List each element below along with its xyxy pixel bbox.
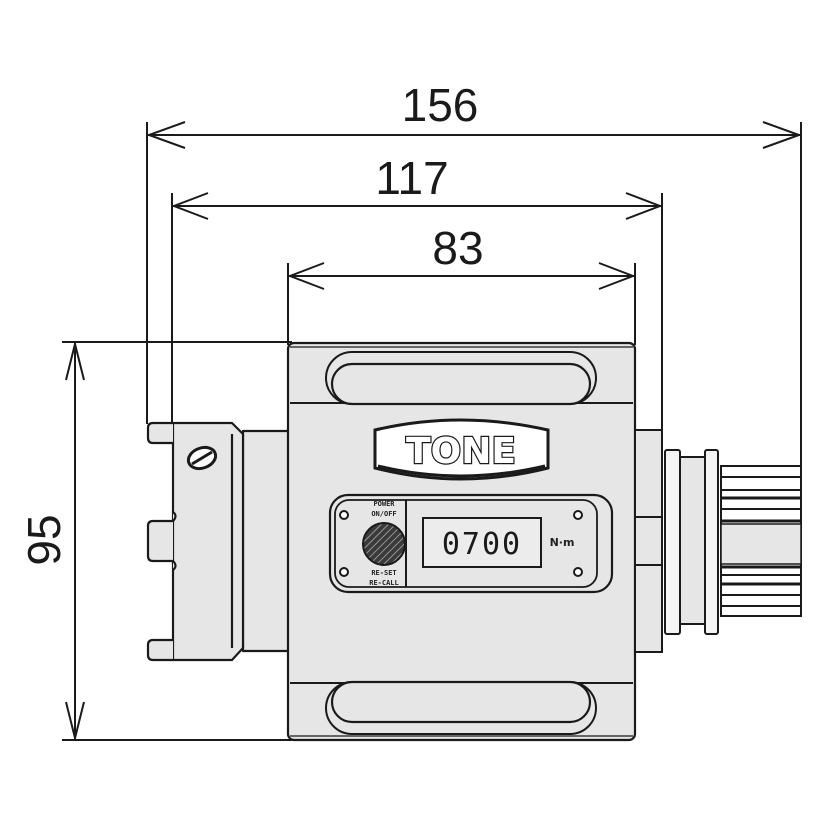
power-reset-button[interactable] (362, 522, 406, 566)
dimension-label-156: 156 (402, 79, 479, 131)
arrow-up-icon (65, 343, 85, 381)
dimension-label-117: 117 (375, 152, 448, 204)
dimension-117 (171, 192, 663, 432)
arrow-left-icon (146, 121, 186, 149)
mount-hole-icon (339, 567, 349, 577)
dimension-label-95: 95 (18, 514, 70, 565)
button-label-reset: RE-SET (371, 569, 396, 577)
dimension-156 (146, 121, 802, 480)
arrow-left-icon (171, 192, 209, 220)
top-grip-slot (325, 351, 597, 406)
arrow-right-icon (762, 121, 802, 149)
brand-text: TONE (406, 431, 516, 472)
screw-icon (186, 445, 218, 471)
button-label-onoff: ON/OFF (371, 510, 396, 518)
bottom-grip-slot (325, 680, 597, 735)
arrow-left-icon (287, 262, 325, 290)
socket-drive (146, 421, 291, 662)
arrow-down-icon (65, 701, 85, 739)
dimension-95 (62, 341, 292, 741)
torque-unit: N·m (550, 536, 575, 549)
arrow-right-icon (598, 262, 636, 290)
brand-logo: TONE (373, 418, 550, 481)
button-label-power: POWER (373, 500, 395, 508)
lcd-display (422, 517, 542, 568)
arrow-right-icon (625, 192, 663, 220)
spline-shaft (720, 465, 802, 617)
dimension-83 (287, 262, 636, 345)
button-label-recall: RE-CALL (369, 579, 399, 587)
mount-hole-icon (573, 567, 583, 577)
mount-hole-icon (573, 510, 583, 520)
torque-reading: 0700 (442, 527, 522, 562)
mount-hole-icon (339, 510, 349, 520)
dimension-label-83: 83 (432, 222, 483, 274)
output-shaft (634, 429, 719, 653)
